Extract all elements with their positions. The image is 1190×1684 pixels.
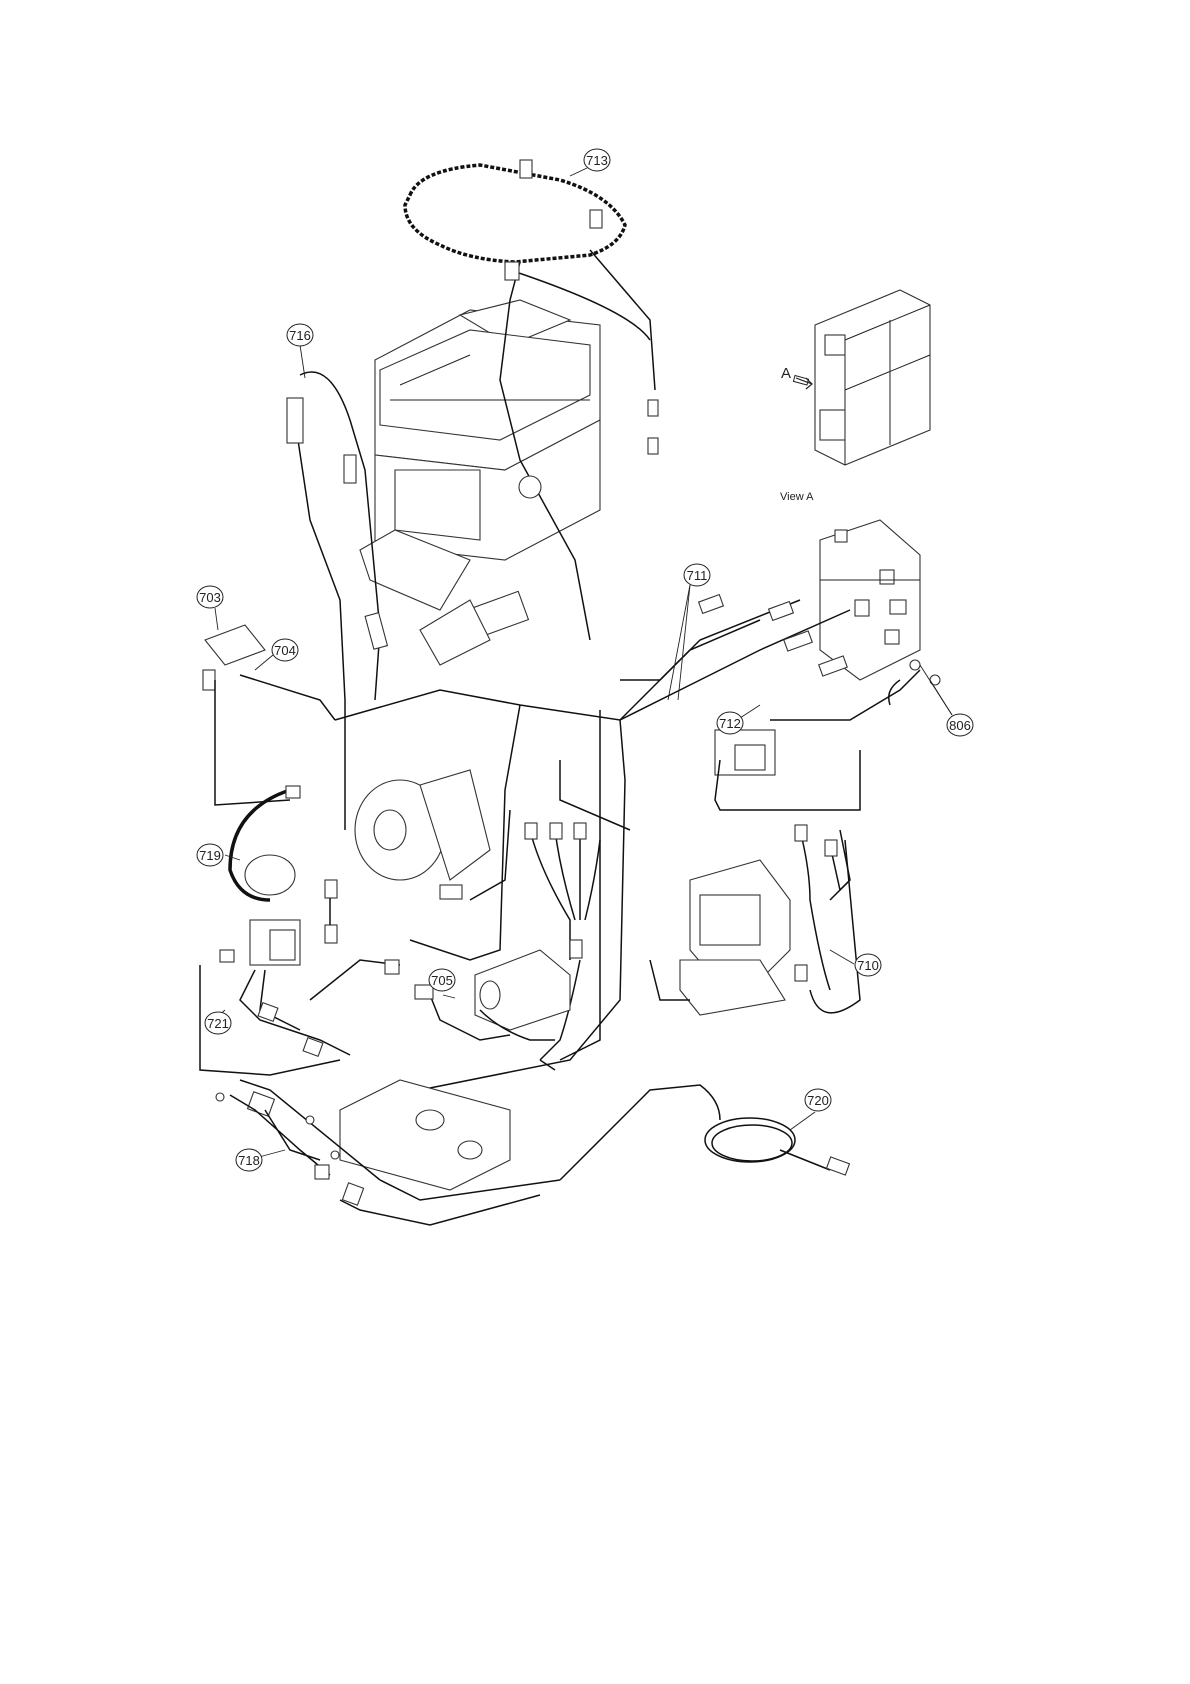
callout-806: 806 — [947, 714, 973, 736]
callout-718-label: 718 — [238, 1153, 260, 1168]
heat-exchanger-body — [360, 300, 600, 665]
callout-710-label: 710 — [857, 958, 879, 973]
callout-718: 718 — [236, 1149, 262, 1171]
view-a-panel — [815, 290, 930, 465]
view-a-arrow: A — [781, 365, 812, 389]
callout-713-label: 713 — [586, 153, 608, 168]
fan-motor — [355, 770, 510, 900]
callout-703-label: 703 — [199, 590, 221, 605]
callout-712-label: 712 — [719, 716, 741, 731]
callout-711-label: 711 — [687, 568, 708, 583]
callout-720-label: 720 — [807, 1093, 829, 1108]
callout-721-label: 721 — [207, 1016, 229, 1031]
callout-716: 716 — [287, 324, 313, 346]
sensor-703 — [203, 625, 335, 805]
callout-710: 710 — [855, 954, 881, 976]
callout-705-label: 705 — [431, 973, 453, 988]
callout-703: 703 — [197, 586, 223, 608]
callout-721: 721 — [205, 1012, 231, 1034]
callout-704: 704 — [272, 639, 298, 661]
callout-719: 719 — [197, 844, 223, 866]
transformer-712 — [715, 670, 920, 810]
view-a-label: View A — [780, 491, 814, 503]
harness-716 — [287, 372, 387, 830]
solenoid-valve-705 — [415, 950, 570, 1070]
control-board — [820, 520, 920, 680]
callout-720: 720 — [805, 1089, 831, 1111]
callout-716-label: 716 — [289, 328, 311, 343]
callout-712: 712 — [717, 712, 743, 734]
view-a-arrow-letter: A — [781, 365, 791, 382]
callout-705: 705 — [429, 969, 455, 991]
gas-valve-710 — [650, 825, 860, 1015]
igniter-721 — [200, 920, 400, 1075]
callout-704-label: 704 — [274, 643, 296, 658]
callout-713: 713 — [584, 149, 610, 171]
ground-screws-806 — [889, 660, 940, 705]
callout-711: 711 — [684, 564, 710, 586]
ignition-branch-harness — [525, 823, 600, 1060]
callout-719-label: 719 — [199, 848, 221, 863]
callout-806-label: 806 — [949, 718, 971, 733]
